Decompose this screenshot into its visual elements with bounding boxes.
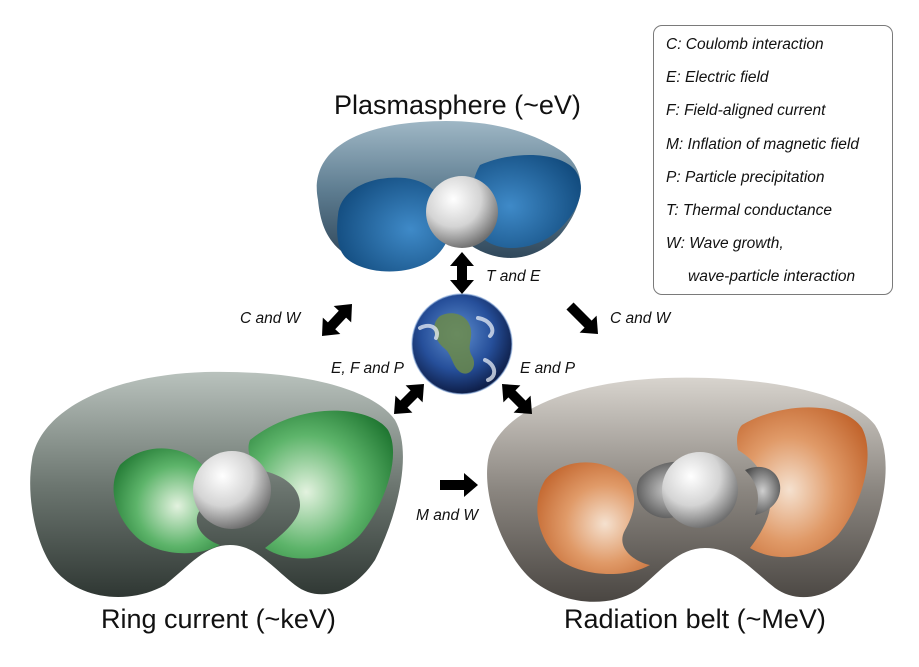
plasmasphere-title: Plasmasphere (~eV) [334, 90, 581, 120]
arrow-plasma-radiation [566, 302, 599, 335]
radiation-belt-illustration [487, 377, 886, 602]
arrow-ring-radiation [440, 473, 478, 497]
arrow-earth-ring [394, 384, 424, 414]
radiation-belt-left-lobe [537, 462, 650, 575]
legend-box: C: Coulomb interaction E: Electric field… [653, 25, 893, 295]
arrow-label-earth-radiation: E and P [520, 360, 576, 377]
radiation-belt-inner-ring [745, 466, 781, 515]
ring-current-left-lobe [113, 448, 220, 554]
legend-item: wave-particle interaction [688, 268, 856, 285]
earth-clouds [418, 316, 497, 382]
radiation-belt-right-lobe [737, 407, 868, 558]
legend-item: C: Coulomb interaction [666, 36, 824, 53]
ring-current-illustration [30, 371, 403, 597]
plasmasphere-left-lobe [337, 177, 451, 272]
plasmasphere-core-sphere [426, 176, 498, 248]
arrow-label-ring-radiation: M and W [416, 507, 479, 524]
legend-item: P: Particle precipitation [666, 169, 825, 186]
arrow-ring-plasma [322, 303, 353, 336]
ring-current-core-sphere [193, 451, 271, 529]
arrow-plasma-earth [450, 252, 474, 294]
legend-item: W: Wave growth, [666, 235, 784, 252]
radiation-belt-core-sphere [662, 452, 738, 528]
ring-current-title: Ring current (~keV) [101, 604, 336, 634]
legend-item: F: Field-aligned current [666, 102, 826, 119]
earth [411, 293, 513, 395]
plasmasphere-right-lobe [471, 154, 581, 249]
plasmasphere-illustration [316, 120, 581, 272]
arrow-label-ring-plasma: C and W [240, 310, 301, 327]
radiation-belt-title: Radiation belt (~MeV) [564, 604, 826, 634]
ring-current-right-lobe [248, 410, 394, 559]
earth-continent [434, 313, 475, 374]
arrow-label-plasma-radiation: C and W [610, 310, 671, 327]
arrow-earth-radiation [502, 384, 532, 414]
legend-item: T: Thermal conductance [666, 202, 832, 219]
arrows-layer [322, 252, 599, 497]
arrow-label-earth-ring: E, F and P [331, 360, 404, 377]
legend-item: E: Electric field [666, 69, 769, 86]
arrow-label-plasma-earth: T and E [486, 268, 541, 285]
legend-item: M: Inflation of magnetic field [666, 136, 859, 153]
